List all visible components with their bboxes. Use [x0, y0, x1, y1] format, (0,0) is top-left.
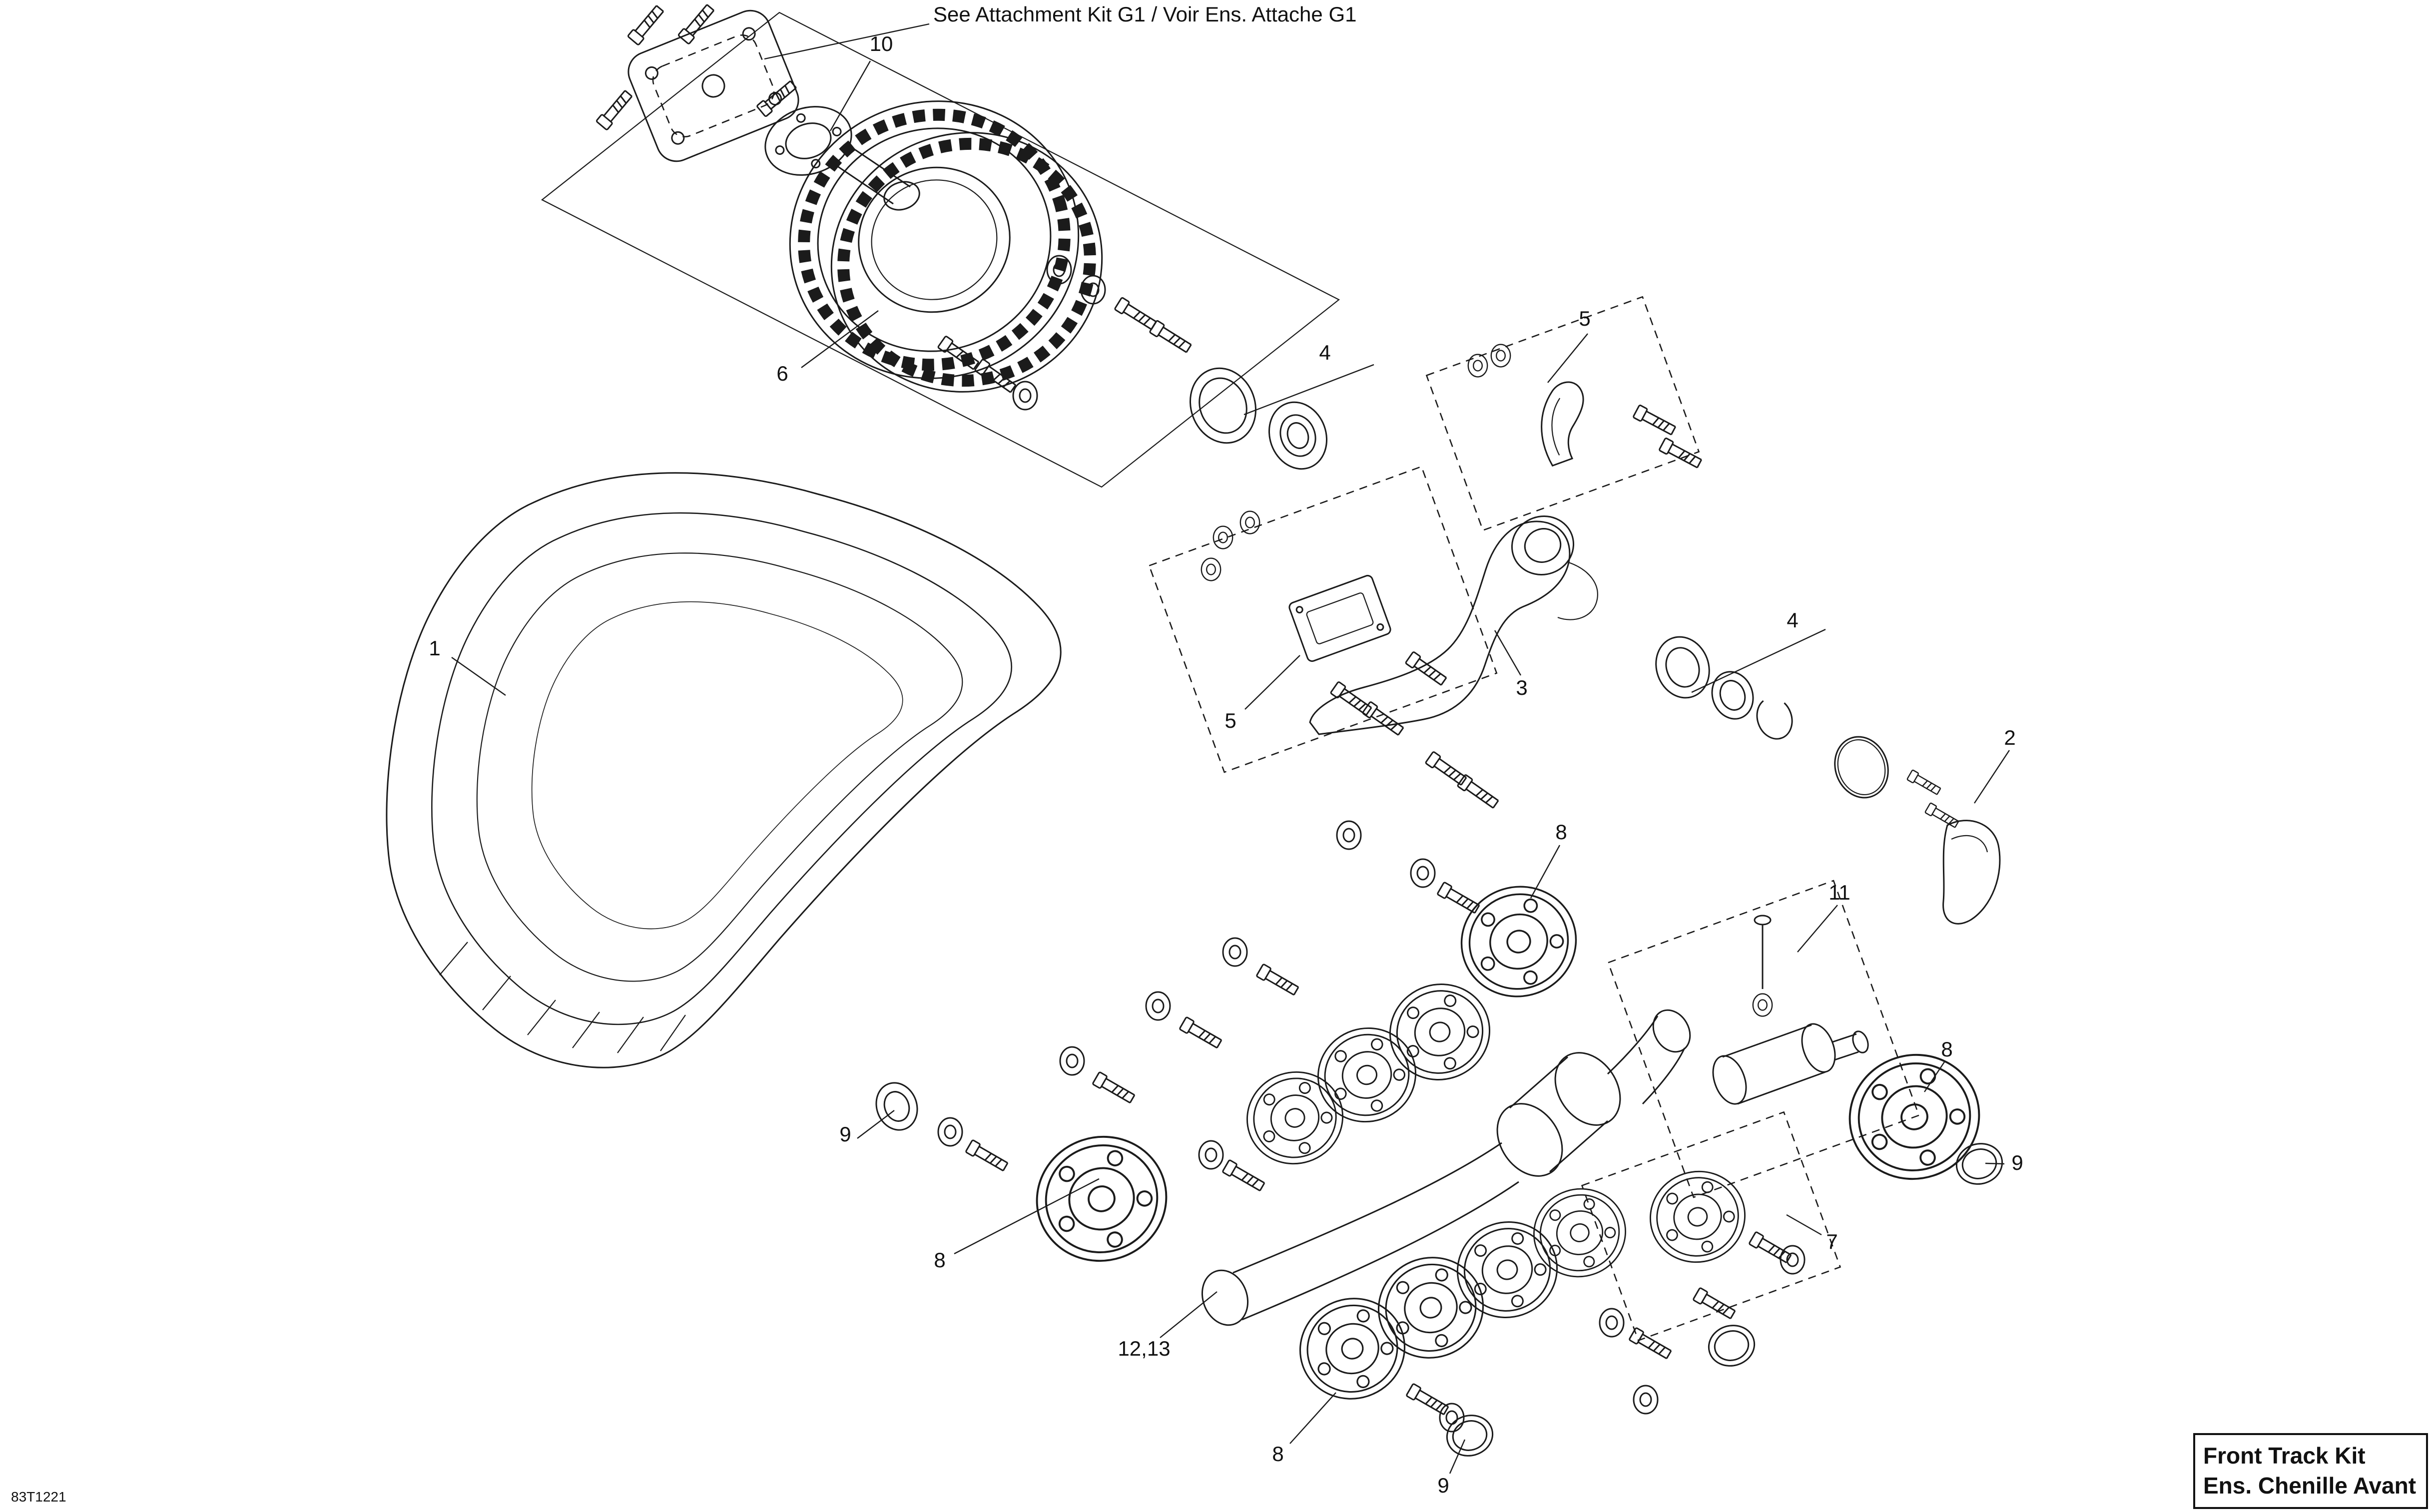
- callout-8-bottom: 8: [1272, 1442, 1284, 1466]
- cover-part-2: [1834, 736, 2001, 925]
- callout-9-bottom: 9: [1437, 1474, 1449, 1497]
- title-block: Front Track Kit Ens. Chenille Avant: [2193, 1433, 2428, 1509]
- module-kit-part-5: [1148, 466, 1498, 773]
- callout-4-top: 4: [1319, 341, 1331, 364]
- track-part-1: [386, 472, 1062, 1068]
- title-block-line1: Front Track Kit: [2203, 1443, 2366, 1469]
- drive-sprocket-part-6: [789, 100, 1194, 411]
- callout-8-left: 8: [934, 1248, 946, 1272]
- axle-tube-part-12-13: [1201, 1009, 1691, 1326]
- attachment-kit-boundary: [541, 11, 1340, 488]
- bracket-kit-top-part-5: [1425, 296, 1704, 531]
- right-wheel-part-8: [1832, 1037, 2008, 1197]
- callout-11: 11: [1828, 881, 1850, 904]
- callout-12-13: 12,13: [1118, 1337, 1171, 1360]
- callout-5-top: 5: [1579, 307, 1591, 330]
- bearing-group-right-part-4: [1655, 636, 1793, 740]
- mounting-plate: [595, 2, 799, 162]
- callout-3: 3: [1516, 676, 1528, 699]
- callout-10: 10: [869, 32, 893, 55]
- callout-1: 1: [429, 636, 441, 660]
- callout-4-right: 4: [1787, 608, 1799, 632]
- callout-9-left: 9: [839, 1122, 851, 1146]
- callout-5-mid: 5: [1224, 709, 1236, 732]
- tensioner-kit-part-11: [1607, 880, 1920, 1198]
- callout-6: 6: [776, 362, 788, 385]
- callout-9-right: 9: [2011, 1151, 2023, 1174]
- bearing-group-top-part-4: [1189, 367, 1328, 470]
- seal-left-part-9: [875, 1082, 1010, 1174]
- idler-wheel-row-part-8: [1020, 937, 1503, 1279]
- callout-7: 7: [1826, 1230, 1838, 1253]
- attachment-kit-note: See Attachment Kit G1 / Voir Ens. Attach…: [933, 2, 1357, 26]
- title-block-line2: Ens. Chenille Avant: [2203, 1473, 2417, 1499]
- drawing-code: 83T1221: [11, 1489, 66, 1505]
- support-frame-part-3: [1309, 515, 1598, 811]
- upper-wheel-part-8: [1336, 820, 1591, 1012]
- drive-hub-part-10: [756, 78, 920, 211]
- leader-lines: [451, 23, 2010, 1474]
- callout-8-upper: 8: [1555, 820, 1567, 844]
- callout-8-right: 8: [1941, 1037, 1953, 1061]
- wheel-kit-part-7: [1581, 1111, 1841, 1342]
- callout-2: 2: [2004, 726, 2016, 749]
